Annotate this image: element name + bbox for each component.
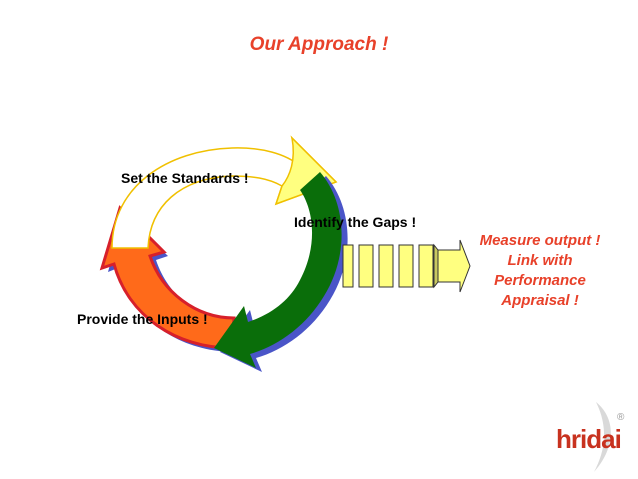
bar-1 [342,244,354,288]
hridai-logo-swoosh [594,402,611,472]
measure-line-1: Measure output ! [479,232,601,249]
bar-5 [418,244,434,288]
output-arrow [437,239,471,293]
measure-line-2: Link with [507,252,573,269]
measure-line-4: Appraisal ! [501,292,579,309]
bar-4 [398,244,414,288]
bar-3 [378,244,394,288]
label-provide-inputs: Provide the Inputs ! [77,311,208,327]
registered-mark: ® [617,412,625,423]
page-title: Our Approach ! [249,34,389,55]
measure-output-text: Measure output ! Link with Performance A… [466,231,614,311]
cycle-arrow-right [214,172,342,368]
hridai-logo: hridai [556,424,622,454]
bar-2 [358,244,374,288]
label-set-standards: Set the Standards ! [121,170,249,186]
progress-bars [342,244,434,288]
output-arrow-shade [433,243,439,289]
measure-line-3: Performance [494,272,586,289]
label-identify-gaps: Identify the Gaps ! [294,214,417,230]
